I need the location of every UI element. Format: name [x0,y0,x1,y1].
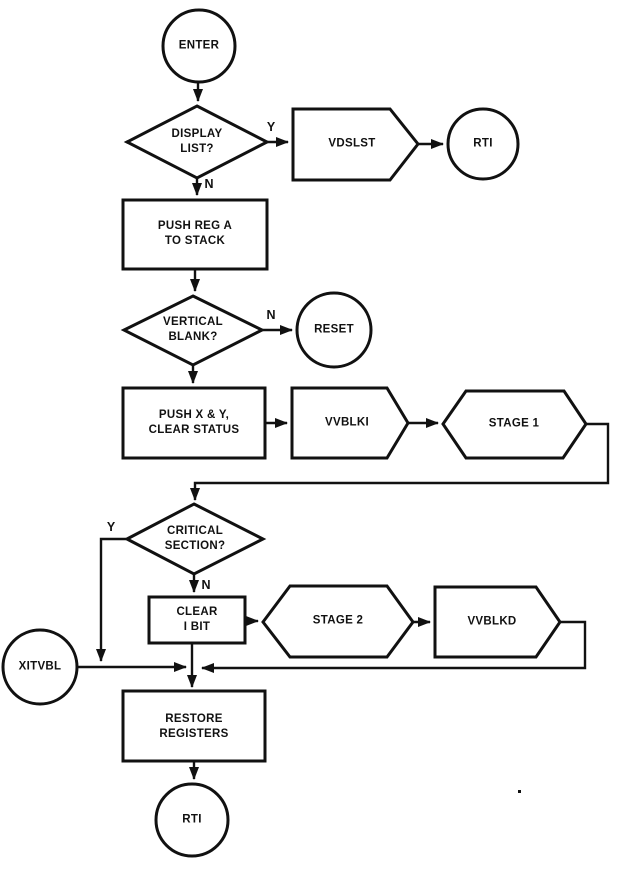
node-label-push-reg-a: PUSH REG A TO STACK [157,220,233,247]
node-label-reset: RESET [314,323,354,336]
clear-i-bit-process-shape [147,595,247,645]
connector-vvblkd-return-to-junction [201,620,587,673]
node-label-rti-bottom: RTI [182,813,202,826]
push-reg-a-process-shape [121,198,269,271]
enter-terminal-shape [161,8,237,84]
restore-registers-process-shape [121,689,267,763]
critical-section-decision-shape [123,502,267,576]
connector-stage1-to-critical-section [190,422,610,501]
node-label-vvblkd: VVBLKD [467,615,517,628]
rti-bottom-terminal-shape [154,782,230,858]
branch-label-critical-no: N [201,578,211,592]
node-label-rti-top: RTI [473,137,493,150]
node-label-critical-section: CRITICAL SECTION? [164,525,226,552]
connector-critical-yes-to-junction [96,537,127,662]
node-label-vertical-blank: VERTICAL BLANK? [163,316,223,343]
scan-artifact-dot [518,790,521,793]
vdslst-vector-shape [291,107,420,182]
node-label-vvblki: VVBLKI [325,416,369,429]
node-label-display-list: DISPLAY LIST? [171,128,223,155]
vertical-blank-decision-shape [120,294,266,367]
stage2-subroutine-shape [261,584,415,659]
vvblki-vector-shape [290,386,410,460]
node-label-stage2: STAGE 2 [312,614,364,627]
branch-label-display-list-yes: Y [266,120,276,134]
branch-label-vertical-blank-no: N [266,308,276,322]
node-label-push-xy: PUSH X & Y, CLEAR STATUS [148,409,240,436]
node-label-clear-i-bit: CLEAR I BIT [176,606,218,633]
node-label-restore-registers: RESTORE REGISTERS [159,713,229,740]
stage1-subroutine-shape [441,389,588,460]
node-label-xitvbl: XITVBL [18,660,62,673]
branch-label-display-list-no: N [204,177,214,191]
push-xy-process-shape [121,386,267,460]
rti-top-terminal-shape [446,107,520,181]
branch-label-critical-yes: Y [106,520,116,534]
xitvbl-terminal-shape [1,628,79,706]
vvblkd-vector-shape [433,585,562,659]
node-label-stage1: STAGE 1 [488,417,540,430]
display-list-decision-shape [123,104,271,180]
node-label-enter: ENTER [178,39,220,52]
node-label-vdslst: VDSLST [328,137,376,150]
reset-terminal-shape [295,291,373,369]
